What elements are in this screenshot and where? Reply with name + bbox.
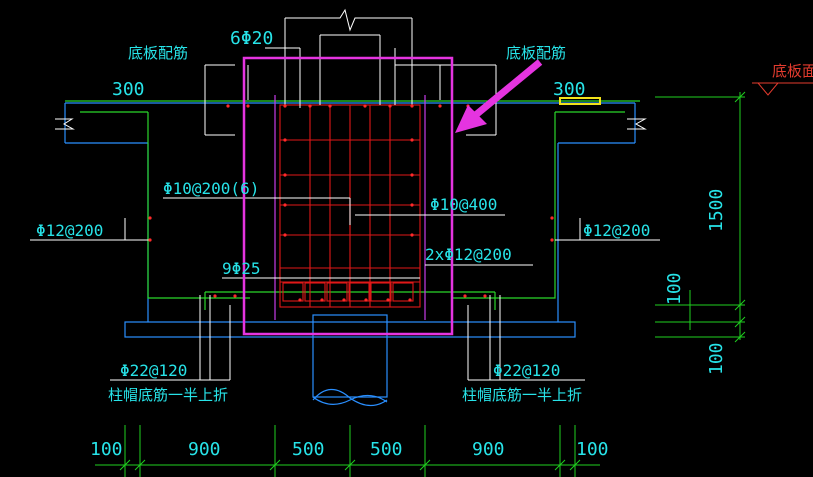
anchor-left-label: 300 (112, 79, 145, 100)
break-marks (55, 8, 647, 130)
top-bars-label: 6Φ20 (230, 28, 273, 49)
dim-h-5: 900 (472, 439, 505, 460)
dim-h-1: 100 (90, 439, 123, 460)
waist-bars-label: 2xΦ12@200 (425, 245, 512, 264)
vertical-bars (274, 95, 426, 320)
tie-label: Φ10@400 (430, 195, 497, 214)
stirrup-label: Φ10@200(6) (163, 179, 259, 198)
label-leaders (30, 197, 660, 381)
cap-bottom-left-label: Φ22@120 (120, 361, 187, 380)
rebar-dots (148, 104, 554, 302)
pile (312, 314, 388, 407)
level-marker (559, 97, 601, 105)
slab-rebar-left-label: 底板配筋 (128, 44, 188, 62)
cap-note-left-label: 柱帽底筋一半上折 (108, 386, 228, 404)
cap-bottom-right-label: Φ22@120 (493, 361, 560, 380)
highlight-box (242, 56, 454, 336)
slab-rebars-green (65, 100, 640, 310)
dim-v-2: 100 (664, 272, 685, 305)
dim-h-4: 500 (370, 439, 403, 460)
bottom-bars-label: 9Φ25 (222, 259, 261, 278)
dim-h-6: 100 (576, 439, 609, 460)
anchor-right-label: 300 (553, 79, 586, 100)
slab-rebar-right-label: 底板配筋 (506, 44, 566, 62)
horizontal-dimension (95, 425, 600, 477)
cap-note-right-label: 柱帽底筋一半上折 (462, 386, 582, 404)
dim-v-3: 100 (706, 342, 727, 375)
dim-v-1: 1500 (706, 189, 727, 232)
dim-h-3: 500 (292, 439, 325, 460)
column-cage (279, 104, 421, 308)
slab-face-label: 底板面 (772, 62, 813, 80)
side-right-label: Φ12@200 (583, 221, 650, 240)
dim-h-2: 900 (188, 439, 221, 460)
slab-face-marker (752, 82, 813, 96)
vertical-dimension (655, 91, 746, 343)
bar-leaders (120, 18, 581, 380)
arrow-icon (455, 59, 543, 133)
side-left-label: Φ12@200 (36, 221, 103, 240)
